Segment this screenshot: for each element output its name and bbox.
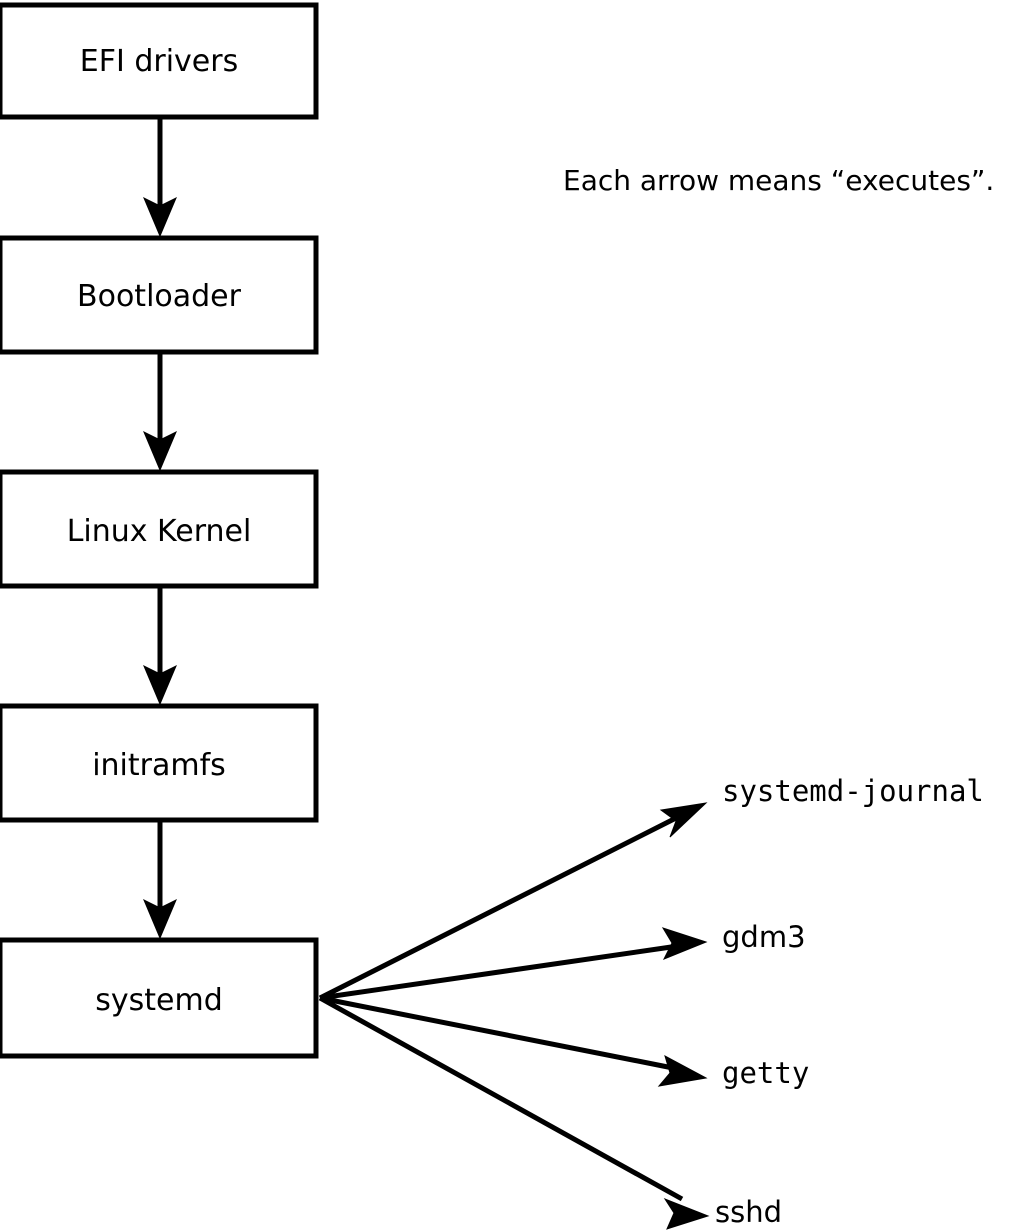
node-label: systemd [95,983,223,1018]
node-box-shape [0,235,319,355]
node-label: Linux Kernel [67,514,252,549]
node-box-shape [0,2,319,120]
diagram-caption: Each arrow means “executes”. [563,164,994,197]
arrow-systemd-to-systemd-journal [318,802,708,1001]
node-label: EFI drivers [80,44,238,79]
service-label-sshd[interactable]: sshd [715,1195,782,1229]
arrow-systemd-to-sshd [318,995,710,1230]
arrow-linux-kernel-to-initramfs [143,586,177,706]
node-label: Bootloader [77,279,242,314]
node-initramfs[interactable]: initramfs [0,703,319,823]
service-label-gdm3[interactable]: gdm3 [722,920,806,954]
node-efi-drivers[interactable]: EFI drivers [0,2,319,120]
arrow-efi-drivers-to-bootloader [143,117,177,238]
service-label-systemd-journal[interactable]: systemd-journal [722,774,984,808]
node-systemd[interactable]: systemd [0,937,319,1059]
node-box-shape [0,469,319,589]
arrow-systemd-to-getty [319,995,708,1087]
arrow-systemd-to-gdm3 [319,927,708,1001]
arrow-initramfs-to-systemd [143,820,177,940]
node-box-shape [0,703,319,823]
node-box-shape [0,937,319,1059]
arrow-bootloader-to-linux-kernel [143,352,177,472]
service-label-getty[interactable]: getty [722,1056,809,1090]
node-label: initramfs [92,748,226,783]
node-bootloader[interactable]: Bootloader [0,235,319,355]
node-linux-kernel[interactable]: Linux Kernel [0,469,319,589]
